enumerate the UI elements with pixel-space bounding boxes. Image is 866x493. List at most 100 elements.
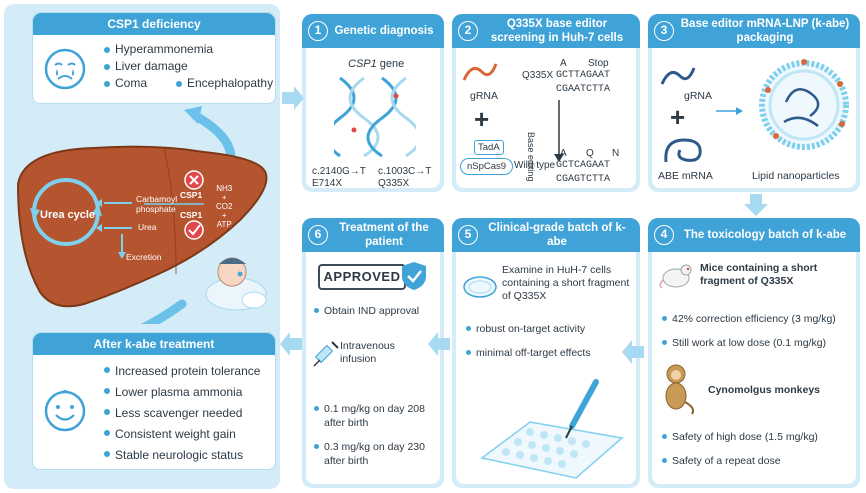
step2-number: 2 — [458, 21, 478, 41]
examine-label: Examine in HuH-7 cells containing a shor… — [502, 264, 630, 302]
csp1-top-label: CSP1 — [180, 190, 203, 200]
dose2: 0.3 mg/kg on day 230 after birth — [314, 440, 434, 468]
mrna-icon — [664, 138, 702, 163]
step5-number: 5 — [458, 225, 478, 245]
wt-seq1: GCTCAGAAT — [556, 160, 611, 171]
infusion-label: Intravenous infusion — [340, 340, 395, 365]
step2-card: 2 Q335X base editor screening in Huh-7 c… — [452, 14, 640, 192]
mut-codon-a: A — [560, 58, 567, 69]
deficiency-list: Hyperammonemia Liver damage — [103, 41, 213, 75]
step6-title: 6 Treatment of the patient — [302, 218, 444, 252]
deficiency-panel: CSP1 deficiency Hyperammonemia Liver dam… — [32, 12, 276, 104]
on-target: robust on-target activity — [466, 322, 585, 336]
lnp-label: Lipid nanoparticles — [752, 170, 840, 182]
step5-card: 5 Clinical-grade batch of k-abe Examine … — [452, 218, 640, 488]
abe-mrna-label: ABE mRNA — [658, 170, 713, 182]
arrow-to-step6 — [428, 332, 450, 356]
editing-arrow-icon — [554, 100, 564, 162]
baby-illustration — [205, 257, 267, 311]
mut-codon-stop: Stop — [588, 58, 609, 69]
shield-check-icon — [402, 262, 426, 290]
step1-title: 1 Genetic diagnosis — [302, 14, 444, 48]
step4-card: 4 The toxicology batch of k-abe Mice con… — [648, 218, 860, 488]
deficiency-item: Encephalopathy — [175, 75, 273, 92]
step4-number: 4 — [654, 225, 674, 245]
ind-approval: Obtain IND approval — [314, 304, 419, 318]
tada-label: TadA — [474, 140, 504, 155]
deficiency-list-row2: Encephalopathy — [175, 75, 273, 92]
deficiency-item: Liver damage — [103, 58, 213, 75]
arrow-to-step4 — [744, 194, 768, 216]
step6-body: APPROVED Obtain IND approval Intravenous… — [306, 252, 440, 484]
grna-icon — [462, 63, 498, 81]
deficiency-item: Coma — [103, 75, 147, 92]
wild-type-label: Wild type — [514, 160, 556, 171]
deficiency-list-row: Coma — [103, 75, 147, 92]
step3-number: 3 — [654, 21, 674, 41]
mice-label: Mice containing a short fragment of Q335… — [700, 262, 818, 287]
smiling-face-icon — [44, 390, 86, 432]
efficiency-item: 42% correction efficiency (3 mg/kg) — [662, 312, 836, 326]
deficiency-item: Hyperammonemia — [103, 41, 213, 58]
csp1-bottom-label: CSP1 — [180, 210, 203, 220]
step6-number: 6 — [308, 225, 328, 245]
after-panel: After k-abe treatment Increased protein … — [32, 332, 276, 470]
after-item: Stable neurologic status — [103, 445, 260, 466]
after-item: Lower plasma ammonia — [103, 382, 260, 403]
wt-codon-a: A — [560, 148, 567, 159]
repeat-dose-item: Safety of a repeat dose — [662, 454, 781, 468]
step3-title: 3 Base editor mRNA-LNP (k-abe) packaging — [648, 14, 860, 48]
arrow-head — [184, 106, 202, 124]
mut-seq2: CGAATCTTA — [556, 84, 611, 95]
crying-face-icon — [44, 48, 86, 90]
grna-label: gRNA — [470, 90, 499, 102]
petri-dish-icon — [463, 276, 497, 298]
base-editing-label: Base editing — [526, 132, 536, 182]
lnp-icon — [759, 59, 849, 150]
arrow-to-step5 — [622, 340, 644, 364]
after-item: Increased protein tolerance — [103, 361, 260, 382]
csp1-restored-icon — [184, 220, 204, 240]
carbamoyl-label: Carbamoyl phosphate — [136, 194, 178, 214]
approved-stamp: APPROVED — [318, 264, 406, 290]
grna-icon — [660, 67, 696, 85]
step2-body: gRNA + TadA nSpCas9 Q335X A Stop GCTTAGA… — [456, 48, 636, 188]
wt-codon-q: Q — [586, 148, 594, 159]
after-title: After k-abe treatment — [33, 333, 275, 355]
step5-body: Examine in HuH-7 cells containing a shor… — [456, 252, 636, 484]
step3-card: 3 Base editor mRNA-LNP (k-abe) packaging… — [648, 14, 860, 192]
nspcas9-label: nSpCas9 — [460, 158, 514, 175]
well-plate-icon — [480, 379, 624, 479]
arrow-right-icon — [716, 107, 743, 115]
syringe-icon — [313, 341, 339, 367]
step4-title: 4 The toxicology batch of k-abe — [648, 218, 860, 252]
step6-card: 6 Treatment of the patient APPROVED Obta… — [302, 218, 444, 488]
after-item: Less scavenger needed — [103, 403, 260, 424]
q335x-label: Q335X — [522, 70, 554, 81]
gene-label: CSP1 gene — [348, 58, 405, 70]
excretion-label: Excretion — [126, 252, 162, 262]
dose1: 0.1 mg/kg on day 208 after birth — [314, 402, 434, 430]
left-column: CSP1 deficiency Hyperammonemia Liver dam… — [4, 4, 280, 489]
liver-shape — [16, 145, 268, 308]
low-dose-item: Still work at low dose (0.1 mg/kg) — [662, 336, 826, 350]
substrates-label: NH3 + CO2 + ATP — [216, 184, 233, 229]
off-target: minimal off-target effects — [466, 346, 591, 360]
arrow-to-step1 — [282, 86, 304, 110]
step1-number: 1 — [308, 21, 328, 41]
monkey-label: Cynomolgus monkeys — [708, 384, 821, 396]
wt-seq2: CGAGTCTTA — [556, 174, 611, 185]
arrow-to-after — [280, 332, 302, 356]
mut-seq1: GCTTAGAAT — [556, 70, 611, 81]
step4-body: Mice containing a short fragment of Q335… — [652, 252, 856, 484]
plus-icon: + — [670, 102, 686, 132]
step2-title: 2 Q335X base editor screening in Huh-7 c… — [452, 14, 640, 48]
liver-illustration — [16, 106, 268, 324]
grna-label: gRNA — [684, 90, 713, 102]
step3-body: gRNA + ABE mRNA Lipid nanopartic — [652, 48, 856, 188]
mouse-icon — [659, 264, 692, 289]
